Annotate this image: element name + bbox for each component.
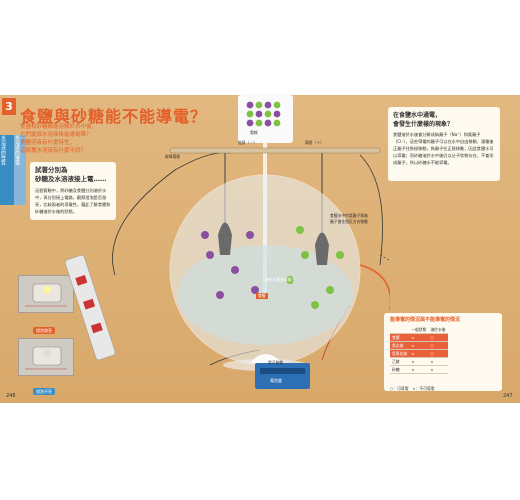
- pos-electrode-label: 陽極（＋）: [305, 140, 324, 145]
- explanation-body: 食鹽溶於水後會分解成鈉離子（Na⁺）和氯離子（Cl⁻），這些帶電的離子可以在水中…: [393, 132, 494, 165]
- trial-body: 這個實驗中，將砂糖及食鹽分別溶於水中，再分別接上電路，觀察燈泡是否發亮，比較兩者…: [35, 188, 111, 214]
- explanation-box: [388, 107, 500, 181]
- motion-label: 電子移動: [268, 360, 284, 365]
- side-tab-primary: 水溶液的性質: [0, 135, 14, 205]
- table-row: 食鹽 × ○: [390, 333, 448, 342]
- electrolysis-diagram: [64, 95, 390, 389]
- explanation-title: 在食鹽水中通電， 會發生什麼樣的現象？: [393, 112, 454, 128]
- photo-label-on: 燈泡發亮: [33, 327, 55, 334]
- table-row: 氯化鈉 × ○: [390, 341, 448, 350]
- electrode-label: 碳棒電極: [165, 154, 181, 159]
- table-row: 砂糖 × ×: [390, 365, 448, 374]
- photo-bulb-off: [18, 338, 74, 376]
- book-spread: 3 水溶液的性質 水溶液的導電 食鹽與砂糖能不能導電？ 食鹽和砂糖都能溶解於水中…: [0, 95, 520, 403]
- water-label: 溶在水裡形成離子: [265, 277, 296, 282]
- diagram-note: 食鹽水中的氯離子和鈉離子會往相反方向移動: [330, 213, 368, 224]
- neg-electrode-label: 陰極（－）: [238, 140, 257, 145]
- trial-box: [30, 162, 116, 220]
- page-title: 食鹽與砂糖能不能導電？: [20, 107, 208, 126]
- page-number-left: 246: [6, 393, 16, 399]
- table-header-row: 一般狀態 溶於水後: [390, 326, 448, 334]
- experiment-photo-icon: [25, 283, 67, 307]
- page-number-right: 247: [503, 393, 513, 399]
- experiment-photo-icon: [25, 346, 67, 370]
- wire-label: 電線: [250, 130, 258, 135]
- conductivity-table: 一般狀態 溶於水後 食鹽 × ○ 氯化鈉 × ○ 氫氧化鈉 × ○ 乙醇 × ×…: [390, 326, 448, 374]
- photo-bulb-on: [18, 275, 74, 313]
- trial-title: 試著分別為 砂糖及水溶液接上電……: [35, 166, 107, 183]
- table-title: 能導電的情況與不能導電的情況: [390, 317, 461, 323]
- intro-questions: 食鹽和砂糖都能溶解於水中後， 它們變成水溶液後能導電嗎？ 食鹽溶液有什麼特性， …: [20, 124, 98, 154]
- side-tab-secondary: 水溶液的導電: [14, 135, 26, 205]
- photo-label-off: 燈泡不亮: [33, 388, 55, 395]
- table-legend: ○：可導電 ×：不可導電: [390, 386, 435, 391]
- chapter-number: 3: [2, 98, 16, 115]
- battery-badge: 電池盒: [265, 377, 287, 385]
- table-row: 乙醇 × ×: [390, 357, 448, 366]
- salt-label: 食鹽: [256, 293, 268, 299]
- table-row: 氫氧化鈉 × ○: [390, 349, 448, 358]
- ion-lattice-icon: [246, 101, 281, 127]
